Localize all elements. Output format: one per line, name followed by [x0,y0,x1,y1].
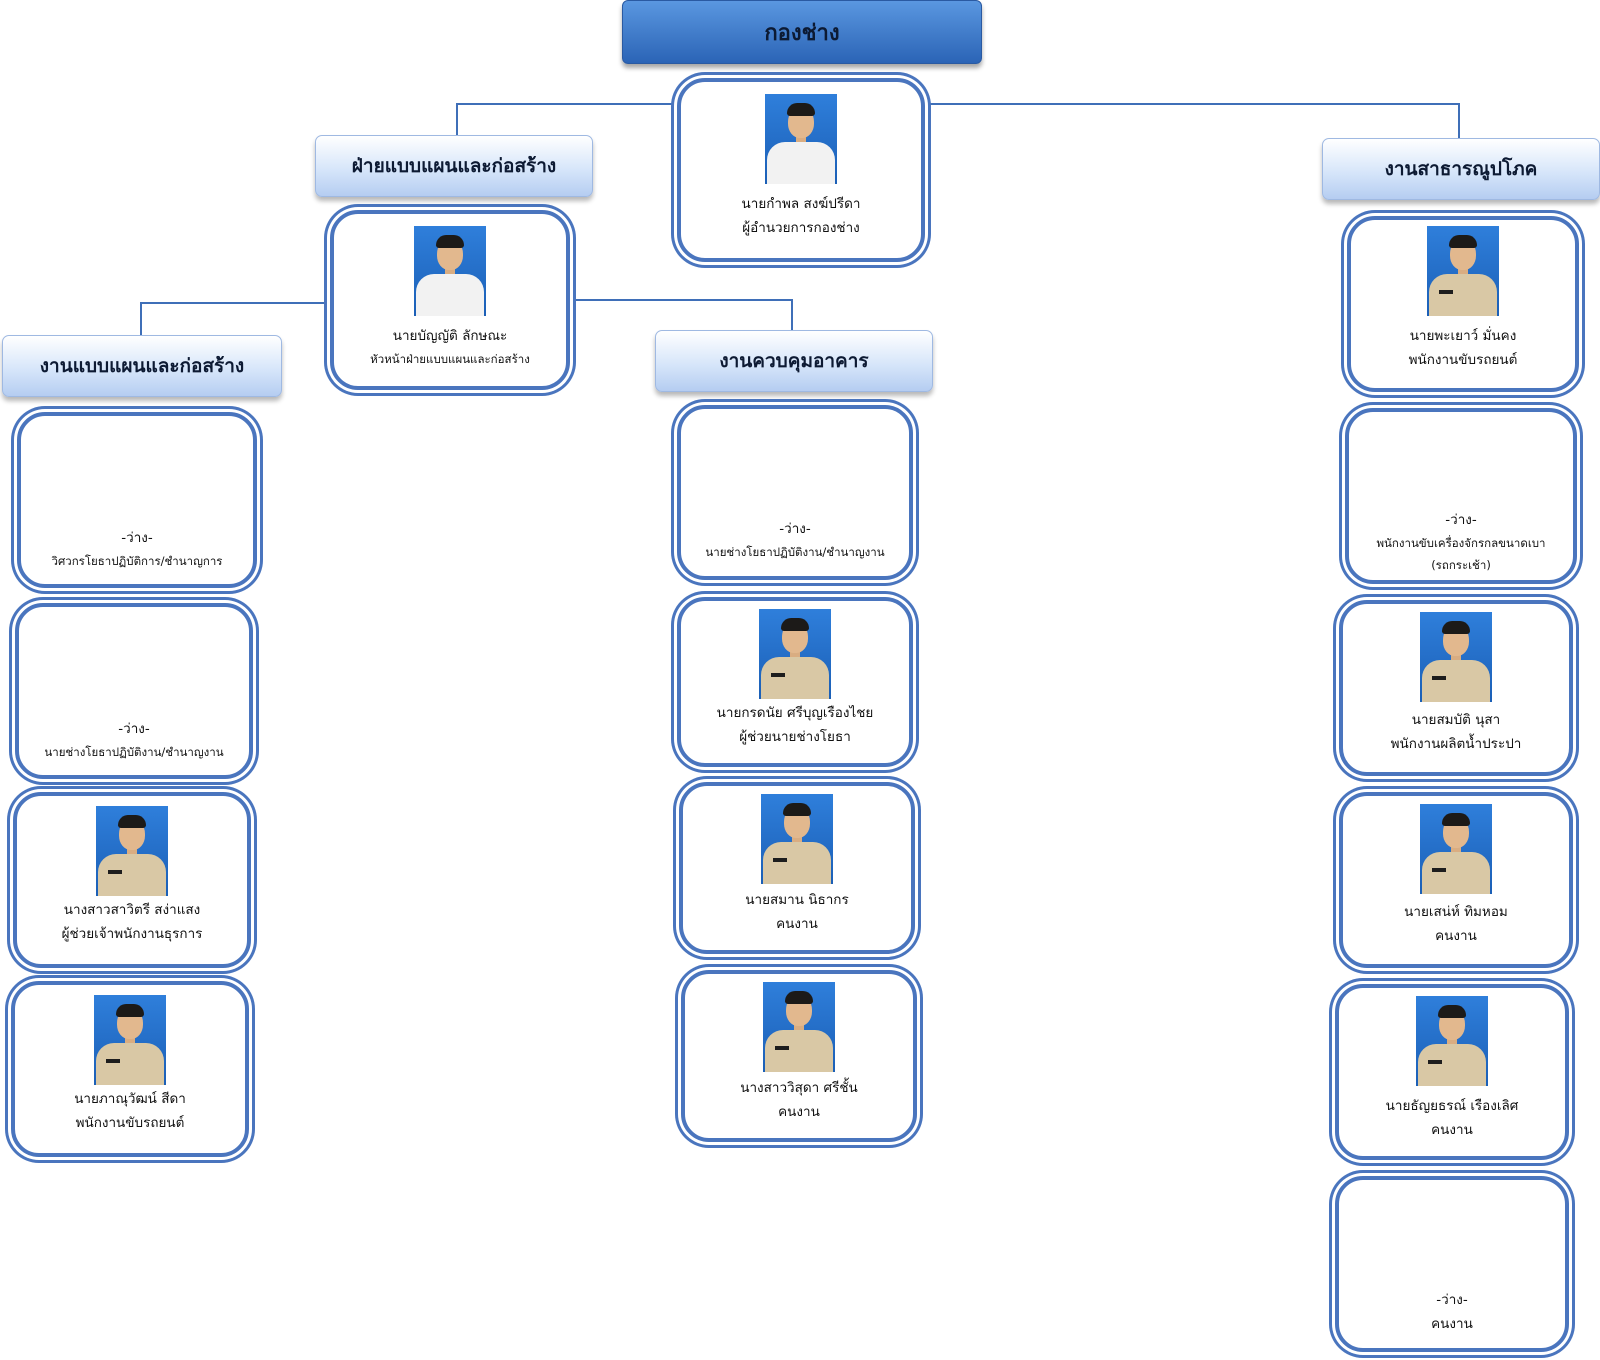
staff-name: -ว่าง- [1445,512,1477,528]
staff-name: -ว่าง- [779,521,811,537]
staff-name: -ว่าง- [1436,1292,1468,1308]
connector-head-designwork [140,302,330,335]
staff-photo [1427,226,1499,316]
staff-position: นายช่างโยธาปฏิบัติงาน/ชำนาญงาน [705,545,885,559]
staff-name: นายภาณุวัฒน์ สีดา [74,1091,186,1107]
utilities-header: งานสาธารณูปโภค [1322,138,1600,200]
staff-position: คนงาน [776,916,818,932]
staff-photo [759,609,831,699]
director-photo [765,94,837,184]
building-control-card-2: นายกรดนัย ศรีบุญเรืองไชย ผู้ช่วยนายช่างโ… [677,597,913,767]
design-division-head-card: นายบัญญัติ ลักษณะ หัวหน้าฝ่ายแบบแผนและก่… [330,210,570,390]
utilities-card-2: -ว่าง- พนักงานขับเครื่องจักรกลขนาดเบา (ร… [1345,408,1577,584]
staff-position: คนงาน [778,1104,820,1120]
staff-photo [1420,804,1492,894]
connector-director-design [456,103,677,135]
building-control-card-4: นางสาววิสุดา ศรีชั้น คนงาน [681,970,917,1142]
design-head-name: นายบัญญัติ ลักษณะ [392,328,508,344]
design-work-card-3: นางสาวสาวิตรี สง่าแสง ผู้ช่วยเจ้าพนักงาน… [13,792,251,968]
design-head-photo [414,226,486,316]
staff-photo [1420,612,1492,702]
staff-position: พนักงานผลิตน้ำประปา [1390,736,1522,752]
building-control-card-1: -ว่าง- นายช่างโยธาปฏิบัติงาน/ชำนาญงาน [677,405,913,580]
staff-photo [1416,996,1488,1086]
staff-photo [96,806,168,896]
utilities-card-4: นายเสน่ห์ ทิมหอม คนงาน [1339,792,1573,968]
utilities-card-5: นายธัญยธรณ์ เรืองเลิศ คนงาน [1335,984,1569,1160]
director-card: นายกำพล สงฆ์ปรีดา ผู้อำนวยการกองช่าง [677,78,925,262]
staff-name: นายธัญยธรณ์ เรืองเลิศ [1385,1098,1519,1114]
staff-note: (รถกระเช้า) [1431,558,1491,572]
staff-name: นางสาวสาวิตรี สง่าแสง [63,902,201,918]
design-work-card-2: -ว่าง- นายช่างโยธาปฏิบัติงาน/ชำนาญงาน [15,603,253,779]
staff-name: นายสมบัติ นุสา [1411,712,1501,728]
staff-position: พนักงานขับรถยนต์ [1408,352,1518,368]
department-title: กองช่าง [622,0,982,64]
staff-name: นายสมาน นิธากร [745,892,849,908]
connector-director-utilities [925,103,1460,138]
staff-position: พนักงานขับเครื่องจักรกลขนาดเบา [1376,536,1546,550]
staff-position: คนงาน [1431,1316,1473,1332]
design-division-header: ฝ่ายแบบแผนและก่อสร้าง [315,135,593,197]
director-position: ผู้อำนวยการกองช่าง [742,220,860,236]
staff-photo [94,995,166,1085]
staff-name: นายกรดนัย ศรีบุญเรืองไชย [716,705,874,721]
staff-position: พนักงานขับรถยนต์ [75,1115,185,1131]
staff-position: นายช่างโยธาปฏิบัติงาน/ชำนาญงาน [44,745,224,759]
building-control-header: งานควบคุมอาคาร [655,330,933,392]
staff-position: คนงาน [1435,928,1477,944]
staff-position: วิศวกรโยธาปฏิบัติการ/ชำนาญการ [51,554,223,568]
building-control-card-3: นายสมาน นิธากร คนงาน [679,782,915,954]
staff-photo [763,982,835,1072]
director-name: นายกำพล สงฆ์ปรีดา [741,196,861,212]
utilities-card-6: -ว่าง- คนงาน [1335,1176,1569,1352]
staff-photo [761,794,833,884]
staff-position: คนงาน [1431,1122,1473,1138]
connector-head-building [570,299,793,330]
staff-name: นางสาววิสุดา ศรีชั้น [740,1080,858,1096]
utilities-card-1: นายพะเยาว์ มั่นคง พนักงานขับรถยนต์ [1347,216,1579,392]
staff-name: นายพะเยาว์ มั่นคง [1409,328,1517,344]
staff-name: -ว่าง- [118,721,150,737]
design-work-card-4: นายภาณุวัฒน์ สีดา พนักงานขับรถยนต์ [11,981,249,1157]
staff-position: ผู้ช่วยเจ้าพนักงานธุรการ [61,926,203,942]
design-work-header: งานแบบแผนและก่อสร้าง [2,335,282,397]
utilities-card-3: นายสมบัติ นุสา พนักงานผลิตน้ำประปา [1339,600,1573,776]
staff-name: -ว่าง- [121,530,153,546]
staff-name: นายเสน่ห์ ทิมหอม [1404,904,1508,920]
design-head-position: หัวหน้าฝ่ายแบบแผนและก่อสร้าง [370,352,530,366]
design-work-card-1: -ว่าง- วิศวกรโยธาปฏิบัติการ/ชำนาญการ [17,412,257,588]
staff-position: ผู้ช่วยนายช่างโยธา [739,729,851,745]
